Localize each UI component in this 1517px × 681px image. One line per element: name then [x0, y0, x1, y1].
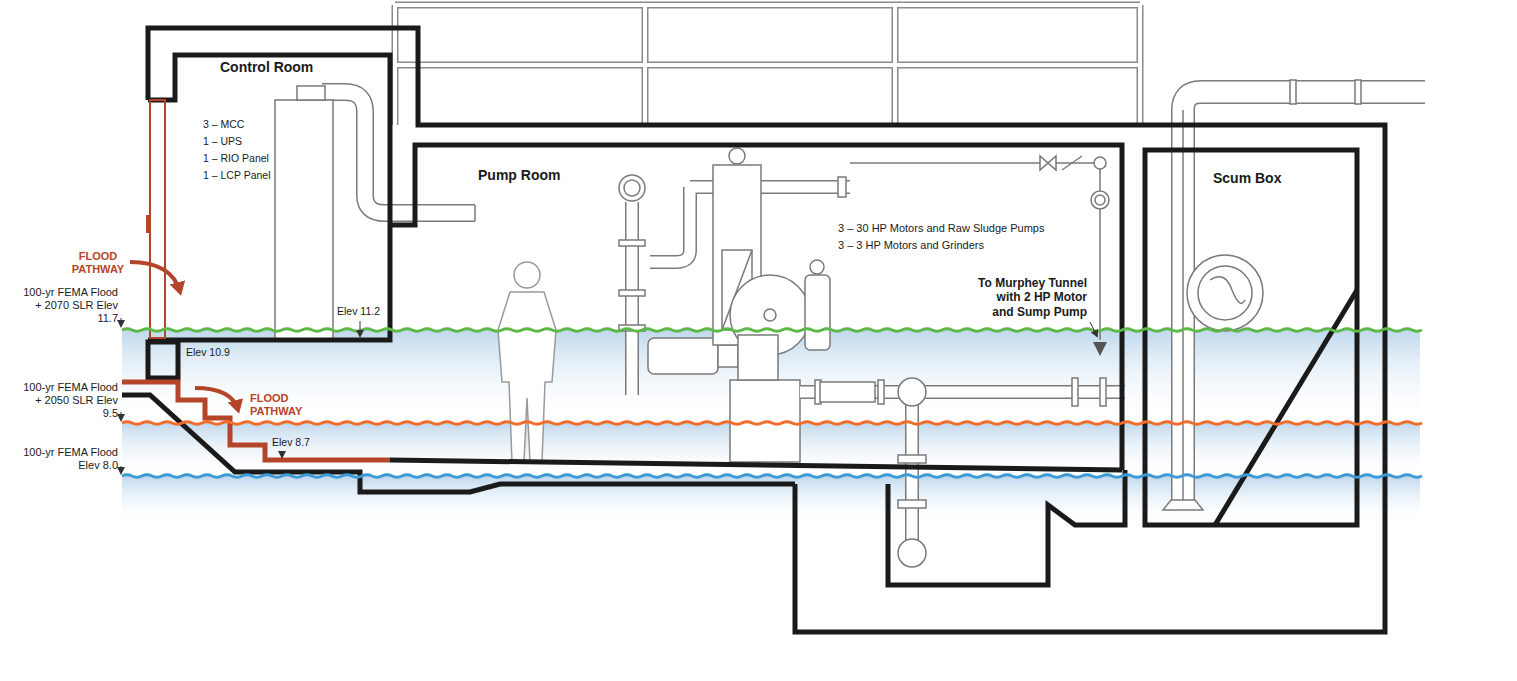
flood-level-label: 100-yr FEMA Flood + 2050 SLR Elev 9.5: [18, 381, 118, 421]
elevation-label: Elev 10.9: [186, 346, 230, 359]
equipment-list: 1 – UPS: [203, 135, 242, 148]
leader-arrows: [121, 318, 1097, 473]
elevation-label: Elev 11.2: [337, 305, 380, 318]
flood-pathway-label: FLOOD PATHWAY: [68, 250, 128, 276]
room-box: Scum Box: [1145, 150, 1357, 525]
room-box: Control Room: [175, 55, 390, 340]
flood-level-label: 100-yr FEMA Flood + 2070 SLR Elev 11.7: [18, 286, 118, 326]
elevation-label: Elev 8.7: [272, 436, 310, 449]
person-silhouette: [498, 262, 556, 462]
equipment-note: 3 – 30 HP Motors and Raw Sludge Pumps: [838, 222, 1044, 235]
flood-line: [122, 329, 1422, 332]
flood-pathway: [122, 100, 390, 460]
flood-line: [122, 422, 1422, 425]
equipment-list: 1 – LCP Panel: [203, 169, 271, 182]
flood-pathway-label: FLOOD PATHWAY: [250, 392, 310, 418]
flood-line: [122, 475, 1422, 478]
room-name: Pump Room: [478, 167, 560, 184]
equipment-list: 1 – RIO Panel: [203, 152, 269, 165]
flood-level-label: 100-yr FEMA Flood Elev 8.0: [18, 446, 118, 472]
room-name: Scum Box: [1213, 170, 1281, 187]
equipment-note: To Murphey Tunnel with 2 HP Motor and Su…: [974, 276, 1087, 319]
equipment-note: 3 – 3 HP Motors and Grinders: [838, 239, 984, 252]
guard-rail: [395, 5, 1140, 125]
equipment-list: 3 – MCC: [203, 118, 244, 131]
room-name: Control Room: [220, 59, 313, 76]
